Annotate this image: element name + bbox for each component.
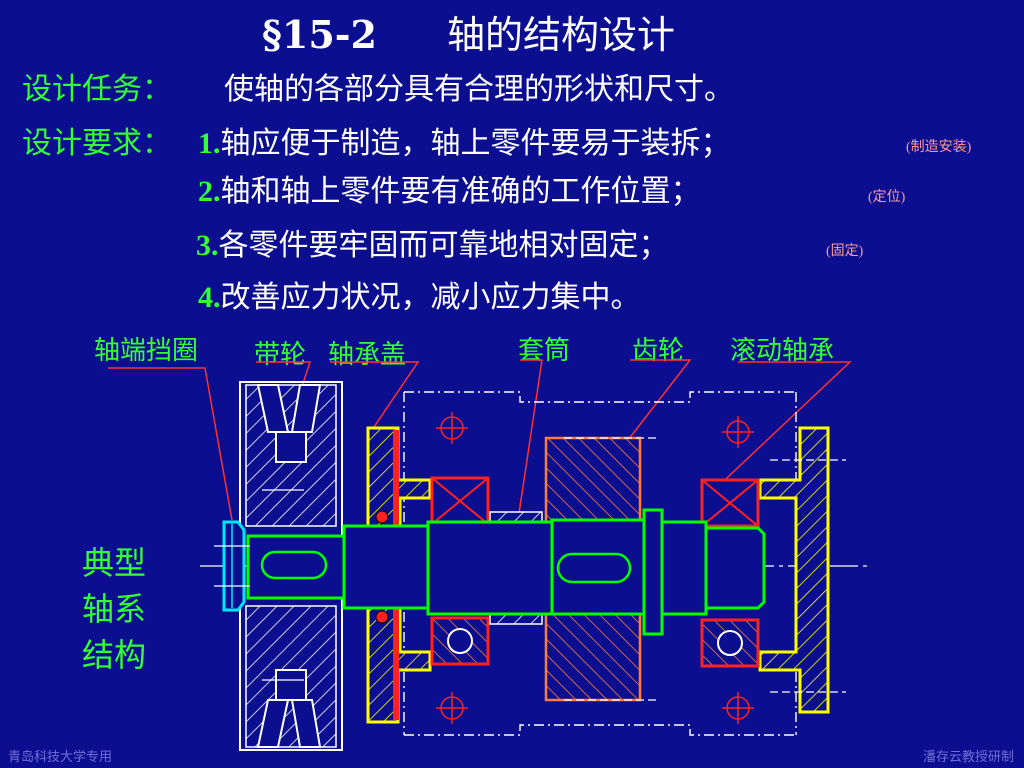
rolling-bearing-right <box>700 478 760 668</box>
leader-line <box>108 367 233 521</box>
end-retainer <box>222 520 246 612</box>
shaft <box>246 508 766 636</box>
keyway <box>556 552 632 584</box>
leader-line <box>627 359 692 441</box>
requirement-note: (制造安装) <box>906 140 972 155</box>
part-label-pulley: 带轮 <box>254 340 307 370</box>
part-label-end-retainer: 轴端挡圈 <box>94 336 199 366</box>
requirement-number: 3. <box>196 229 219 262</box>
part-label-sleeve: 套筒 <box>518 336 571 366</box>
requirement-note: (定位) <box>868 190 906 205</box>
leader-line <box>711 361 852 493</box>
side-label-line: 结构 <box>82 636 147 674</box>
side-label-line: 轴系 <box>82 590 147 628</box>
requirement-number: 1. <box>198 127 221 160</box>
task-text: 使轴的各部分具有合理的形状和尺寸。 <box>224 72 734 107</box>
leader-line <box>330 361 420 431</box>
housing-outline <box>403 391 797 736</box>
part-label-rolling-bearing: 滚动轴承 <box>730 336 835 366</box>
requirement-text: 轴应便于制造，轴上零件要易于装拆； <box>220 126 731 161</box>
requirement-3: 3.各零件要牢固而可靠地相对固定； <box>196 220 669 264</box>
part-label-gear: 齿轮 <box>632 336 685 366</box>
keyway <box>260 550 328 580</box>
footer-left: 青岛科技大学专用 <box>8 750 113 765</box>
section-number: §15-2 <box>262 12 377 57</box>
requirement-number: 2. <box>198 175 221 208</box>
shaft-bearing-section <box>426 520 554 616</box>
page-title: §15-2 轴的结构设计 <box>262 4 675 59</box>
side-label: 典型 轴系 结构 <box>82 540 146 678</box>
bearing-cap-right <box>758 426 830 714</box>
footer-right: 潘存云教授研制 <box>922 750 1014 765</box>
requirement-note: (固定) <box>826 244 864 259</box>
requirement-4: 4.改善应力状况，减小应力集中。 <box>198 272 641 316</box>
requirement-text: 改善应力状况，减小应力集中。 <box>220 280 641 315</box>
requirement-2: 2.轴和轴上零件要有准确的工作位置； <box>198 166 701 210</box>
requirement-text: 各零件要牢固而可靠地相对固定； <box>218 228 669 263</box>
side-label-line: 典型 <box>82 544 147 582</box>
dimension-ticks <box>214 437 846 701</box>
requirement-1: 1.轴应便于制造，轴上零件要易于装拆； <box>198 118 731 162</box>
requirement-text: 轴和轴上零件要有准确的工作位置； <box>220 174 701 209</box>
title-text: 轴的结构设计 <box>446 13 675 57</box>
bolt-holes <box>436 412 754 724</box>
rolling-bearing-left <box>430 476 490 666</box>
shaft-end-section <box>246 534 346 600</box>
keyways <box>260 550 632 584</box>
leader-lines <box>108 359 852 521</box>
leader-line <box>517 359 543 521</box>
pulley <box>239 381 343 751</box>
requirement-number: 4. <box>198 281 221 314</box>
shaft-step <box>660 520 708 616</box>
part-label-bearing-cap: 轴承盖 <box>328 340 407 370</box>
shaft-seal-section <box>342 524 430 610</box>
shaft-right-journal <box>704 526 766 610</box>
shaft-collar <box>642 508 664 636</box>
requirements-label: 设计要求： <box>22 126 172 161</box>
task-label: 设计任务： <box>22 72 172 107</box>
